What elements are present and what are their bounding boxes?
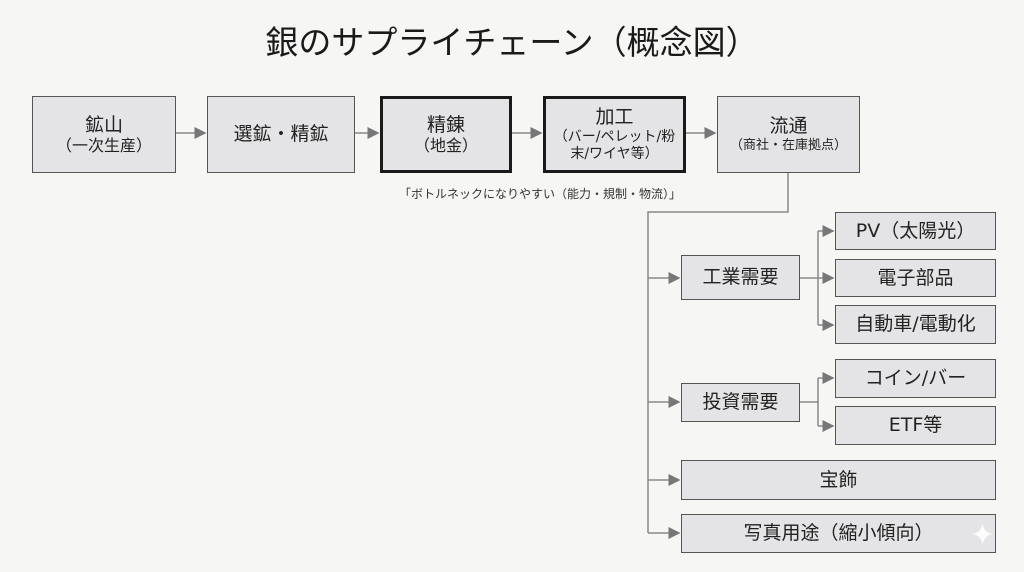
node-ore-dressing: 選鉱・精鉱 (207, 96, 355, 173)
page-title: 銀のサプライチェーン（概念図） (265, 23, 759, 62)
node-sub: （地金） (413, 136, 478, 156)
node-sub: （一次生産） (55, 136, 152, 156)
node-investment-demand: 投資需要 (681, 383, 800, 422)
sparkle-icon: ✦ (970, 518, 996, 553)
trunk-line (647, 173, 789, 533)
node-industrial-demand: 工業需要 (681, 255, 800, 300)
node-etf: ETF等 (835, 406, 996, 445)
node-label: 加工 (595, 106, 634, 129)
node-refining: 精錬 （地金） (380, 96, 512, 173)
node-photo: 写真用途（縮小傾向） (681, 514, 996, 553)
node-sub: （バー/ペレット/粉末/ワイヤ等） (553, 129, 676, 162)
node-pv: PV（太陽光） (835, 212, 996, 250)
node-sub: （商社・在庫拠点） (729, 138, 847, 154)
node-automotive: 自動車/電動化 (835, 305, 996, 344)
node-processing: 加工 （バー/ペレット/粉末/ワイヤ等） (543, 96, 686, 173)
node-coin-bar: コイン/バー (835, 359, 996, 398)
node-jewelry: 宝飾 (681, 460, 996, 500)
node-distribution: 流通 （商社・在庫拠点） (717, 96, 860, 173)
node-label: 選鉱・精鉱 (233, 123, 329, 146)
node-electronics: 電子部品 (835, 259, 996, 297)
node-label: 流通 (769, 115, 808, 138)
node-label: 鉱山 (84, 113, 123, 136)
node-label: 精錬 (426, 113, 465, 136)
node-mine: 鉱山 （一次生産） (32, 96, 176, 173)
bottleneck-note: 「ボトルネックになりやすい（能力・規制・物流）」 (398, 187, 681, 201)
